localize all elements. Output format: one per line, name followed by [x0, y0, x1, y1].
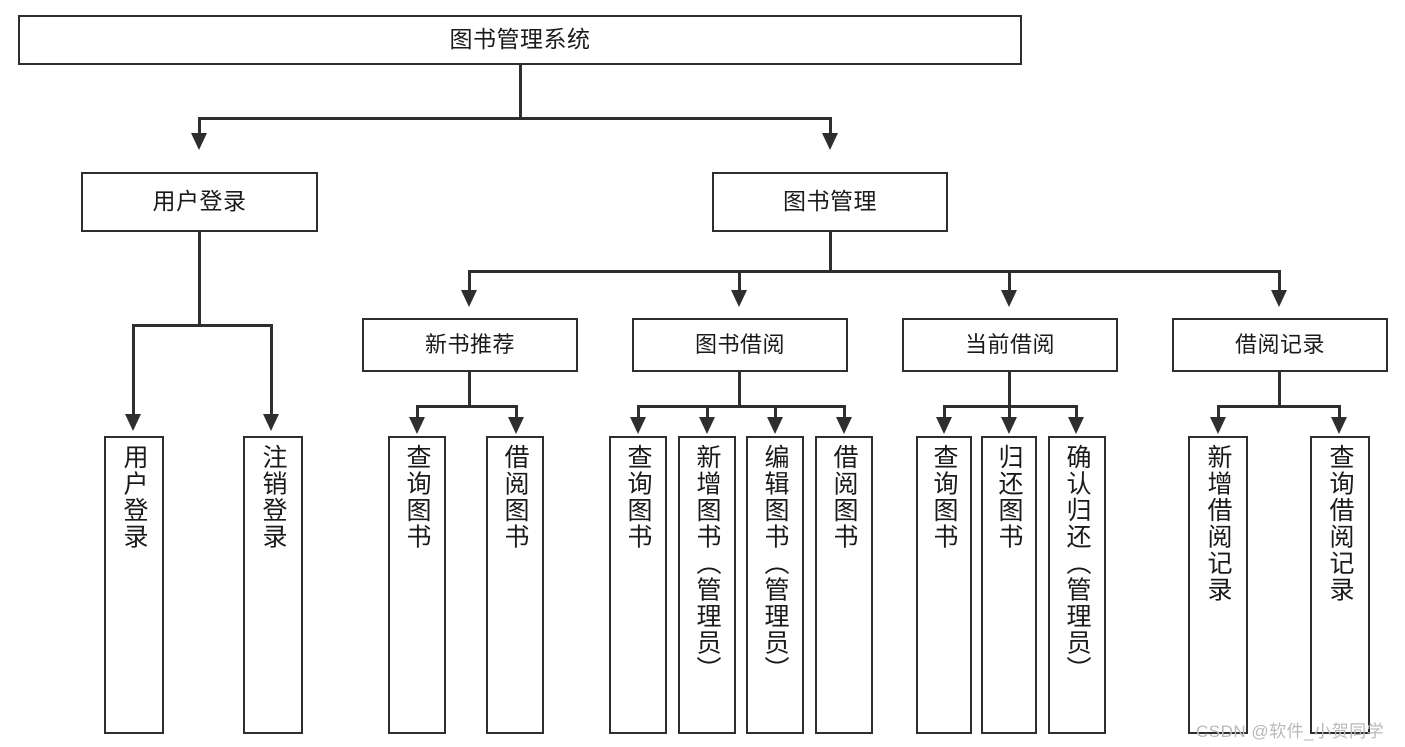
node-current-borrow[interactable]: 当前借阅 [902, 318, 1118, 372]
node-root-system[interactable]: 图书管理系统 [18, 15, 1022, 65]
connector-newbook-to-leaf1 [416, 405, 419, 419]
connector-borrow-bus [637, 405, 845, 408]
arrowhead-to-record [1271, 290, 1287, 307]
connector-login-stem [198, 232, 201, 327]
arrowhead-login-leaf2 [263, 414, 279, 431]
connector-borrow-to-leaf1 [637, 405, 640, 419]
leaf-query-borrow-record[interactable]: 查询借阅记录 [1310, 436, 1370, 734]
arrowhead-borrow-leaf3 [767, 417, 783, 434]
connector-current-to-leaf3 [1075, 405, 1078, 419]
connector-current-to-leaf2 [1008, 405, 1011, 419]
leaf-query-book-recommend[interactable]: 查询图书 [388, 436, 446, 734]
leaf-label: 查询图书 [930, 444, 958, 550]
arrowhead-newbook-leaf2 [508, 417, 524, 434]
connector-record-to-leaf1 [1217, 405, 1220, 419]
connector-newbook-bus [416, 405, 518, 408]
connector-login-to-leaf2 [270, 324, 273, 416]
arrowhead-to-bookmgmt [822, 133, 838, 150]
connector-root-stem [519, 65, 522, 117]
connector-bookmgmt-to-newbook [468, 270, 471, 292]
node-label: 图书管理系统 [449, 26, 591, 53]
leaf-label: 借阅图书 [501, 444, 529, 550]
arrowhead-login-leaf1 [125, 414, 141, 431]
arrowhead-record-leaf1 [1210, 417, 1226, 434]
leaf-label: 归还图书 [995, 444, 1023, 550]
leaf-query-book-borrow[interactable]: 查询图书 [609, 436, 667, 734]
arrowhead-record-leaf2 [1331, 417, 1347, 434]
csdn-watermark: CSDN @软件_小贺同学 [1196, 722, 1385, 741]
leaf-return-book[interactable]: 归还图书 [981, 436, 1037, 734]
connector-bookmgmt-stem [829, 232, 832, 272]
connector-borrow-stem [738, 372, 741, 408]
connector-current-to-leaf1 [943, 405, 946, 419]
leaf-add-book-admin[interactable]: 新增图书（管理员） [678, 436, 736, 734]
node-book-management[interactable]: 图书管理 [712, 172, 948, 232]
arrowhead-current-leaf3 [1068, 417, 1084, 434]
connector-borrow-to-leaf4 [843, 405, 846, 419]
node-user-login[interactable]: 用户登录 [81, 172, 318, 232]
leaf-label: 用户登录 [120, 444, 148, 550]
connector-bookmgmt-to-borrow [738, 270, 741, 292]
leaf-label: 借阅图书 [830, 444, 858, 550]
leaf-query-book-current[interactable]: 查询图书 [916, 436, 972, 734]
node-label: 图书借阅 [694, 331, 785, 357]
arrowhead-to-current [1001, 290, 1017, 307]
leaf-add-borrow-record[interactable]: 新增借阅记录 [1188, 436, 1248, 734]
leaf-label: 查询借阅记录 [1326, 444, 1354, 603]
leaf-label: 查询图书 [403, 444, 431, 550]
node-label: 新书推荐 [424, 331, 515, 357]
leaf-label: 编辑图书（管理员） [761, 444, 789, 683]
arrowhead-borrow-leaf1 [630, 417, 646, 434]
node-label: 当前借阅 [964, 331, 1055, 357]
node-borrow-record[interactable]: 借阅记录 [1172, 318, 1388, 372]
connector-borrow-to-leaf2 [706, 405, 709, 419]
leaf-borrow-book-recommend[interactable]: 借阅图书 [486, 436, 544, 734]
connector-bookmgmt-bus [468, 270, 1280, 273]
leaf-label: 查询图书 [624, 444, 652, 550]
node-label: 用户登录 [152, 188, 247, 215]
node-label: 借阅记录 [1234, 331, 1325, 357]
connector-newbook-stem [468, 372, 471, 408]
connector-bookmgmt-to-current [1008, 270, 1011, 292]
node-label: 图书管理 [783, 188, 877, 215]
arrowhead-newbook-leaf1 [409, 417, 425, 434]
leaf-label: 新增借阅记录 [1204, 444, 1232, 603]
leaf-user-login[interactable]: 用户登录 [104, 436, 164, 734]
node-book-borrow[interactable]: 图书借阅 [632, 318, 848, 372]
arrowhead-borrow-leaf4 [836, 417, 852, 434]
leaf-label: 新增图书（管理员） [693, 444, 721, 683]
connector-root-to-bookmgmt [829, 117, 832, 135]
arrowhead-borrow-leaf2 [699, 417, 715, 434]
arrowhead-to-borrow [731, 290, 747, 307]
leaf-borrow-book[interactable]: 借阅图书 [815, 436, 873, 734]
arrowhead-to-login [191, 133, 207, 150]
connector-record-bus [1217, 405, 1341, 408]
connector-root-to-login [198, 117, 201, 135]
arrowhead-to-newbook [461, 290, 477, 307]
connector-record-to-leaf2 [1338, 405, 1341, 419]
connector-root-bus [198, 117, 832, 120]
connector-bookmgmt-to-record [1278, 270, 1281, 292]
connector-record-stem [1278, 372, 1281, 408]
connector-current-stem [1008, 372, 1011, 408]
leaf-label: 注销登录 [259, 444, 287, 550]
connector-borrow-to-leaf3 [774, 405, 777, 419]
connector-login-to-leaf1 [132, 324, 135, 416]
node-new-book-recommend[interactable]: 新书推荐 [362, 318, 578, 372]
leaf-logout[interactable]: 注销登录 [243, 436, 303, 734]
leaf-edit-book-admin[interactable]: 编辑图书（管理员） [746, 436, 804, 734]
connector-login-bus [132, 324, 272, 327]
arrowhead-current-leaf2 [1001, 417, 1017, 434]
arrowhead-current-leaf1 [936, 417, 952, 434]
leaf-confirm-return-admin[interactable]: 确认归还（管理员） [1048, 436, 1106, 734]
leaf-label: 确认归还（管理员） [1063, 444, 1091, 683]
connector-newbook-to-leaf2 [515, 405, 518, 419]
